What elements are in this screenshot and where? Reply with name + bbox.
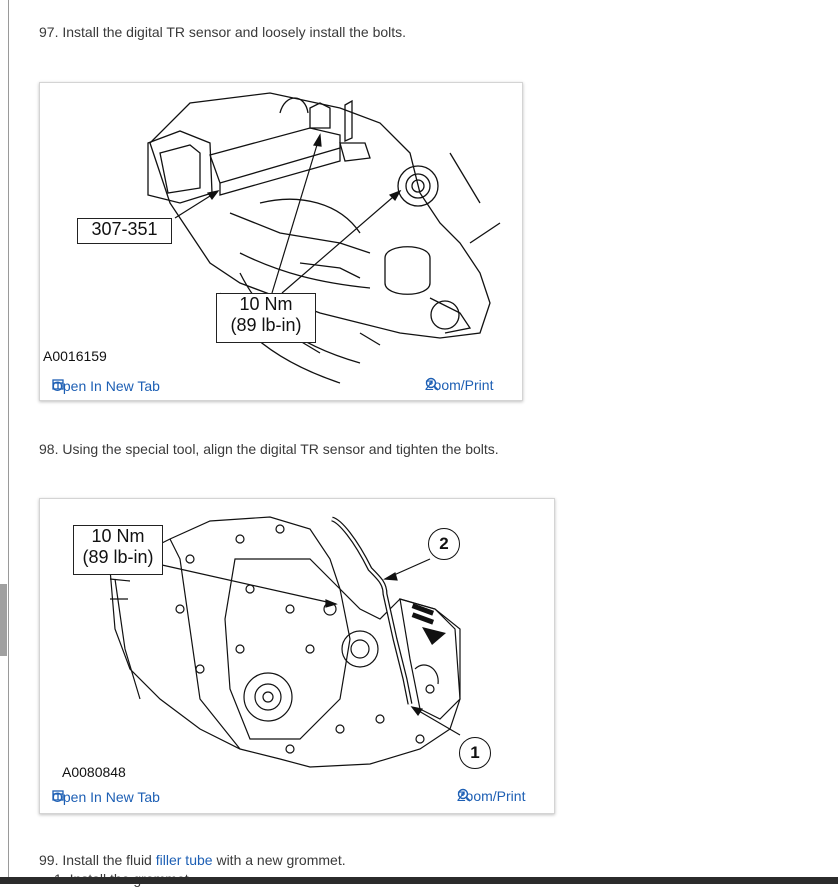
zoom-icon	[425, 377, 439, 391]
open-new-tab-icon	[52, 379, 64, 390]
open-in-new-tab-text: Open In New Tab	[52, 378, 160, 394]
tool-callout-label: 307-351	[77, 218, 172, 244]
zoom-print-text: Zoom/Print	[425, 377, 494, 393]
step-97: 97. Install the digital TR sensor and lo…	[39, 24, 407, 40]
zoom-print-link[interactable]: Zoom/Print	[425, 377, 493, 393]
open-in-new-tab-link[interactable]: Open In New Tab	[52, 378, 160, 394]
left-divider	[8, 0, 9, 884]
bottom-bar	[0, 877, 838, 884]
torque-nm-text: 10 Nm	[239, 294, 293, 314]
torque-nm-text: 10 Nm	[91, 526, 145, 546]
step-98: 98. Using the special tool, align the di…	[39, 441, 499, 457]
step-99: 99. Install the fluid filler tube with a…	[39, 852, 346, 868]
tool-number-text: 307-351	[91, 219, 158, 239]
zoom-print-link[interactable]: Zoom/Print	[457, 788, 525, 804]
zoom-print-text: Zoom/Print	[457, 788, 526, 804]
step-99-text-end: with a new grommet.	[212, 852, 346, 868]
figure-a0080848: 10 Nm (89 lb-in) 2 1 A0080848 Open In Ne…	[39, 498, 555, 814]
torque-lbin-text: (89 lb-in)	[230, 315, 302, 335]
left-scroll-handle[interactable]	[0, 584, 7, 656]
step-99-text: 99. Install the fluid	[39, 852, 156, 868]
figure-code: A0080848	[62, 764, 126, 780]
transaxle-illustration	[109, 516, 461, 768]
filler-tube-link[interactable]: filler tube	[155, 852, 213, 868]
zoom-icon	[457, 788, 471, 802]
open-new-tab-icon	[52, 790, 64, 801]
torque-lbin-text: (89 lb-in)	[82, 547, 154, 567]
open-in-new-tab-link[interactable]: Open In New Tab	[52, 789, 160, 805]
callout-2: 2	[428, 528, 460, 560]
torque-callout-label: 10 Nm (89 lb-in)	[73, 525, 163, 575]
callout-1: 1	[459, 737, 491, 769]
torque-callout-label: 10 Nm (89 lb-in)	[216, 293, 316, 343]
open-in-new-tab-text: Open In New Tab	[52, 789, 160, 805]
figure-code: A0016159	[43, 348, 107, 364]
figure-a0016159: 307-351 10 Nm (89 lb-in) A0016159 Open I…	[39, 82, 523, 401]
